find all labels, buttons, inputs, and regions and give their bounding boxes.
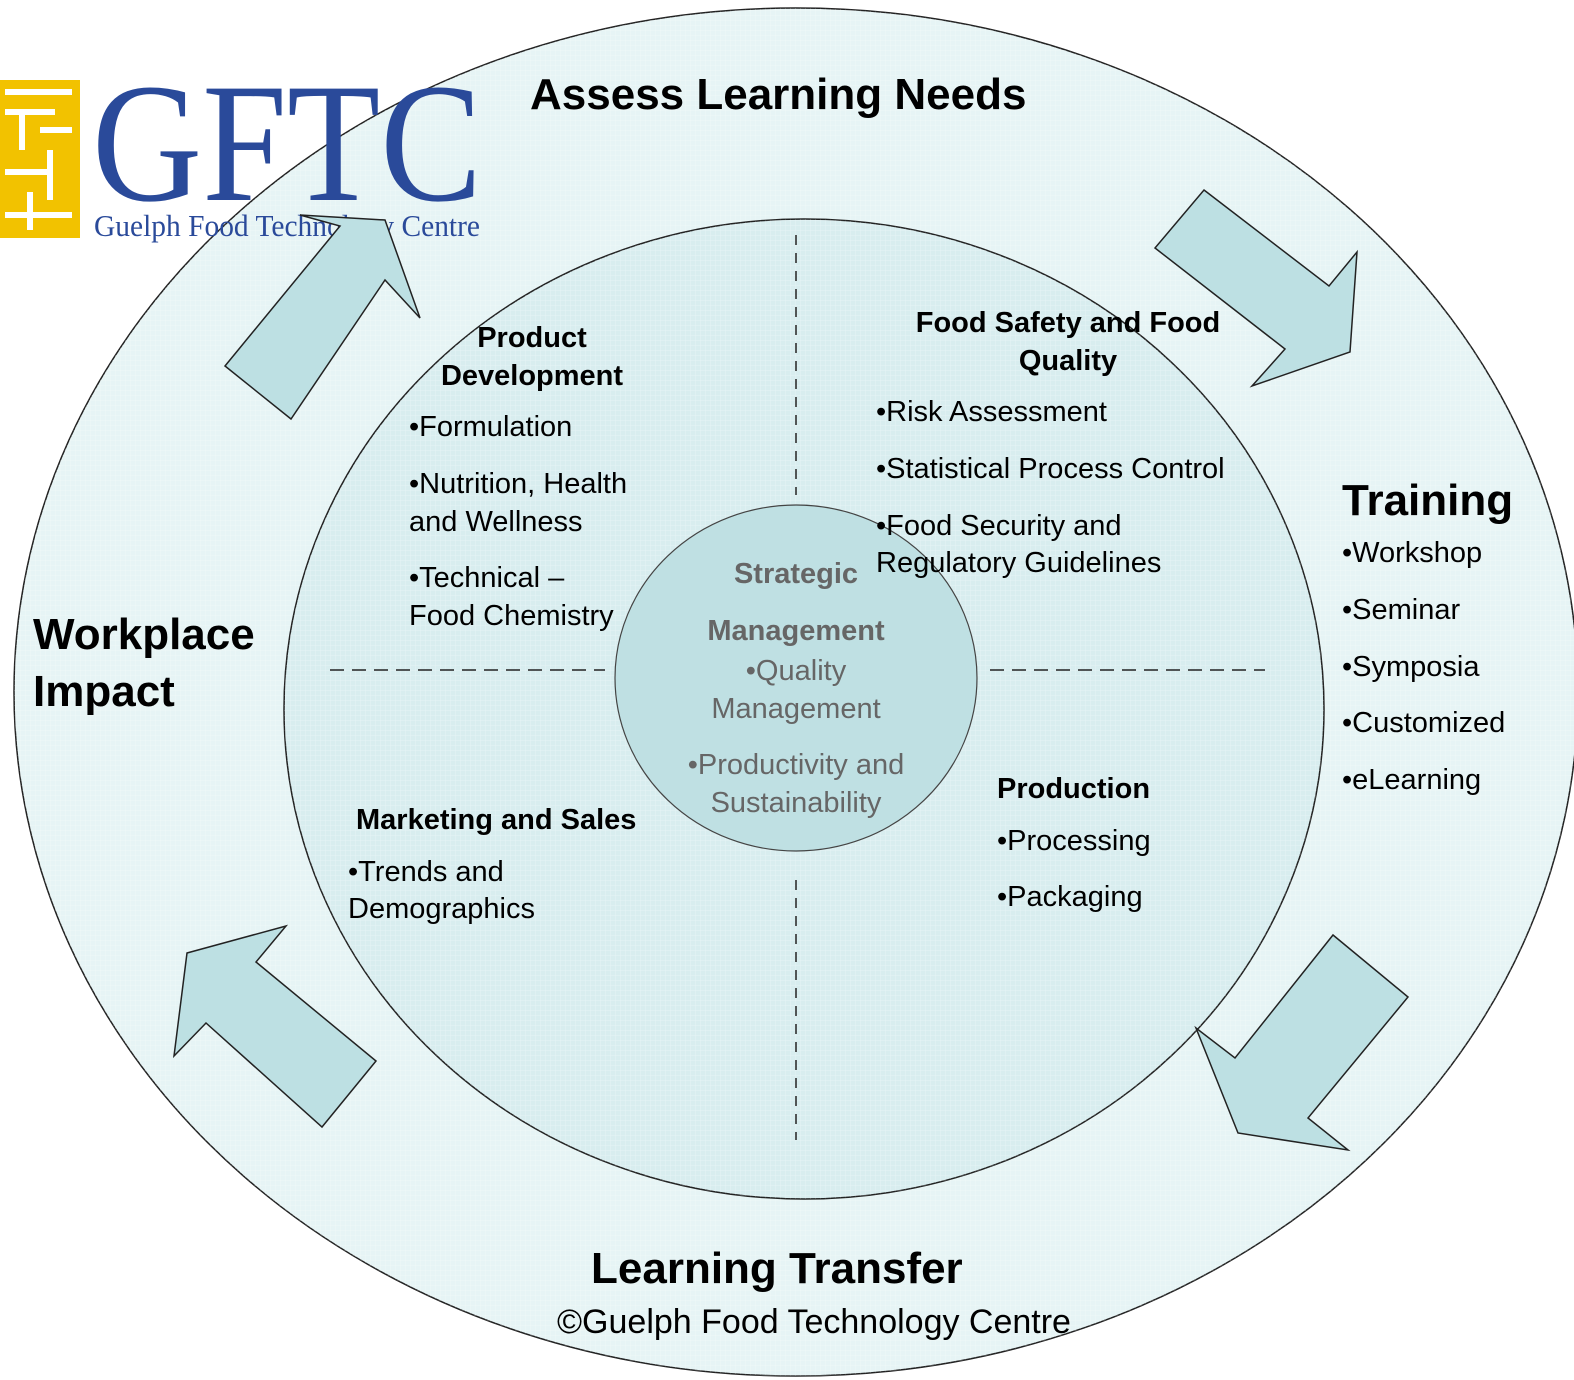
list-item-line: •Processing: [997, 824, 1151, 857]
list-item-line: Regulatory Guidelines: [876, 547, 1162, 580]
product-development-list: •Formulation •Nutrition, Health and Wellne…: [409, 409, 657, 635]
assess-learning-needs-label: Assess Learning Needs: [530, 70, 1027, 119]
list-item-line: and Wellness: [409, 505, 583, 538]
list-item-line: Management: [711, 692, 881, 725]
title-line: Food Safety and Food: [915, 307, 1221, 339]
workplace-impact-line: Workplace: [33, 610, 255, 659]
title-line: Management: [707, 614, 885, 647]
title-line: Quality: [1018, 344, 1118, 377]
logo-letters: GFTC: [92, 49, 482, 237]
food-safety-title: Food Safety and Food Quality: [876, 305, 1260, 380]
workplace-impact-label: Workplace Impact: [33, 606, 255, 720]
production-title: Production: [997, 773, 1151, 805]
list-item-line: •Packaging: [997, 881, 1143, 914]
title-line: Strategic: [733, 558, 859, 590]
title-line: Development: [440, 359, 624, 392]
list-item: •Packaging: [997, 879, 1151, 917]
list-item-line: Sustainability: [710, 787, 882, 820]
training-item: •eLearning: [1342, 763, 1482, 796]
list-item-line: •Nutrition, Health: [409, 468, 628, 501]
arrow-up-left-icon: [172, 924, 378, 1129]
list-item: •Technical – Food Chemistry: [409, 560, 657, 635]
list-item-line: •Trends and: [348, 855, 504, 888]
arrow-down-left-icon: [1194, 933, 1410, 1152]
logo-maze-icon: [5, 89, 72, 230]
copyright-text: ©Guelph Food Technology Centre: [557, 1303, 1071, 1341]
arrow-down-right-icon: [1153, 188, 1358, 388]
list-item: •Formulation: [409, 409, 657, 447]
marketing-sales-title: Marketing and Sales: [356, 804, 637, 836]
list-item-line: •Risk Assessment: [876, 396, 1107, 429]
training-title: Training: [1342, 476, 1514, 525]
training-item: •Workshop: [1342, 537, 1483, 570]
production-list: •Processing •Packaging: [997, 823, 1151, 917]
list-item-line: •Technical –: [409, 562, 565, 595]
list-item-line: •Statistical Process Control: [876, 453, 1225, 486]
logo-subtitle: Guelph Food Technology Centre: [94, 208, 480, 243]
list-item: •Statistical Process Control: [876, 451, 1260, 489]
production-quadrant: Production •Processing •Packaging: [997, 771, 1151, 936]
workplace-impact-line: Impact: [33, 667, 175, 717]
strategic-management-title: Strategic Management: [646, 546, 946, 659]
list-item-line: Food Chemistry: [409, 600, 614, 633]
training-item: •Customized: [1342, 707, 1506, 740]
list-item: •Processing: [997, 823, 1151, 861]
training-item: •Seminar: [1342, 593, 1461, 626]
title-line: Product: [477, 322, 587, 354]
list-item: •Risk Assessment: [876, 394, 1260, 432]
center-circle: [614, 504, 978, 852]
gftc-logo: GFTC Guelph Food Technology Centre: [0, 49, 482, 243]
food-safety-quadrant: Food Safety and Food Quality •Risk Asses…: [876, 305, 1260, 602]
training-item: •Symposia: [1342, 650, 1480, 683]
food-safety-list: •Risk Assessment •Statistical Process Con…: [876, 394, 1260, 583]
training-list: •Workshop •Seminar •Symposia •Customized •eL…: [1342, 535, 1513, 799]
arrow-up-right-icon: [223, 214, 421, 421]
list-item-line: •Quality: [745, 655, 847, 688]
logo-emblem: [0, 80, 80, 238]
product-development-title: Product Development: [407, 320, 657, 395]
list-item-line: Demographics: [348, 893, 535, 926]
list-item: •Nutrition, Health and Wellness: [409, 466, 657, 541]
learning-transfer-label: Learning Transfer: [591, 1244, 963, 1293]
training-block: Training •Workshop •Seminar •Symposia •Cust…: [1342, 472, 1513, 819]
list-item-line: •Food Security and: [876, 509, 1122, 542]
list-item-line: •Productivity and: [687, 749, 905, 782]
list-item-line: •Formulation: [409, 411, 573, 444]
product-development-quadrant: Product Development •Formulation •Nutriti…: [409, 320, 657, 655]
